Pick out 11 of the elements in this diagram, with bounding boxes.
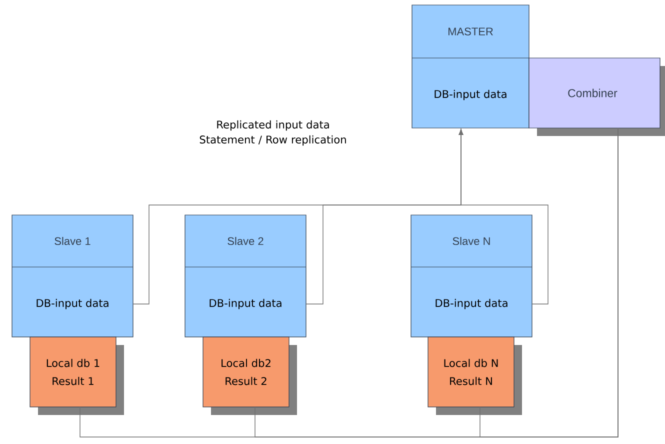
process-box: Combiner — [528, 58, 665, 136]
connector — [480, 128, 618, 438]
server-box: Slave 2 DB-input data — [184, 214, 306, 338]
server-box: Slave 1 DB-input data — [12, 214, 134, 338]
database-box: Local db N Result N — [428, 336, 522, 415]
database-box: Local db 1 Result 1 — [30, 336, 124, 415]
server-box: MASTER DB-input data — [412, 4, 530, 128]
database-box: Local db2 Result 2 — [202, 336, 297, 415]
connector — [458, 129, 548, 304]
server-box: Slave N DB-input data — [410, 214, 532, 338]
annotation-text: Replicated input data Statement / Row replication — [200, 120, 346, 146]
